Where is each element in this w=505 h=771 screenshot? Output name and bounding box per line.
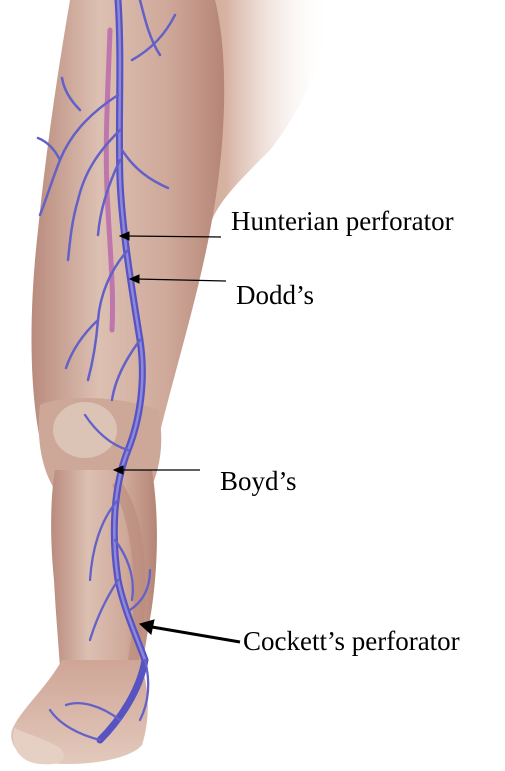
label-dodd-perforator: Dodd’s — [236, 282, 314, 309]
label-hunterian-perforator: Hunterian perforator — [231, 208, 454, 235]
label-cockett-perforator: Cockett’s perforator — [243, 628, 460, 655]
leader-cockett — [152, 627, 240, 642]
patella — [53, 402, 117, 458]
thigh — [32, 0, 225, 440]
label-boyd-perforator: Boyd’s — [220, 468, 297, 495]
